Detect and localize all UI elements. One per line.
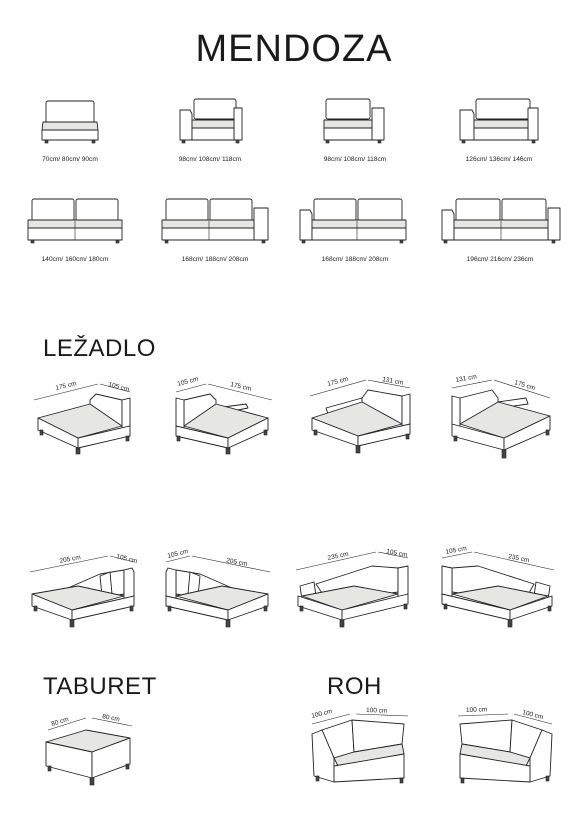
lounger-module: 175 cm 105 cm xyxy=(30,378,140,458)
sofa-two-arms-drawing xyxy=(179,98,243,144)
lounger-module: 105 cm 175 cm xyxy=(168,376,278,458)
dimension-label: 175 cm xyxy=(513,379,535,392)
sofa-double-left-arm-drawing xyxy=(299,198,407,244)
sofa-double-right-arm xyxy=(160,198,272,248)
lounger-long-module: 105 cm 205 cm xyxy=(160,548,274,634)
dimension-label: 100 cm xyxy=(366,707,388,715)
sofa-wide-arms-drawing xyxy=(459,98,539,144)
dimension-label: 131 cm xyxy=(455,373,477,384)
lounger-long-drawing: 235 cm 105 cm xyxy=(295,548,409,628)
section-heading-taburet: TABURET xyxy=(43,673,157,700)
sofa-size-label: 70cm/ 80cm/ 90cm xyxy=(42,156,98,163)
sofa-right-arm-drawing xyxy=(323,98,385,144)
sofa-double-two-arms xyxy=(440,198,562,248)
dimension-label: 175 cm xyxy=(230,381,252,393)
sofa-size-label: 98cm/ 108cm/ 118cm xyxy=(323,156,387,163)
sofa-double-left-arm xyxy=(298,198,410,248)
taburet-module: 80 cm 80 cm xyxy=(40,708,140,792)
dimension-label: 205 cm xyxy=(59,554,81,565)
sofa-size-label: 140cm/ 160cm/ 180cm xyxy=(41,256,109,263)
sofa-size-label: 126cm/ 136cm/ 146cm xyxy=(465,156,533,163)
dimension-label: 131 cm xyxy=(382,376,404,387)
dimension-label: 105 cm xyxy=(116,553,138,565)
dimension-label: 105 cm xyxy=(107,381,129,393)
corner-drawing: 100 cm 100 cm xyxy=(311,707,409,784)
lounger-module: 175 cm 131 cm xyxy=(306,374,416,458)
lounger-long-module: 235 cm 105 cm xyxy=(294,546,416,632)
dimension-label: 105 cm xyxy=(167,548,189,560)
dimension-label: 80 cm xyxy=(102,713,121,723)
lounger-drawing: 175 cm 105 cm xyxy=(33,380,131,455)
lounger-long-module: 105 cm 235 cm xyxy=(436,545,558,632)
section-heading-lezadlo: LEŽADLO xyxy=(43,335,156,362)
corner-module: 100 cm 100 cm xyxy=(452,702,556,788)
page-title: MENDOZA xyxy=(195,28,393,70)
lounger-drawing: 175 cm 131 cm xyxy=(309,376,411,454)
sofa-module-armless xyxy=(40,100,100,148)
lounger-long-drawing: 205 cm 105 cm xyxy=(29,553,138,628)
sofa-size-label: 168cm/ 188cm/ 208cm xyxy=(181,256,249,263)
sofa-double-armless xyxy=(26,198,124,248)
dimension-label: 235 cm xyxy=(327,551,349,562)
lounger-long-drawing: 105 cm 235 cm xyxy=(441,545,555,628)
dimension-label: 100 cm xyxy=(466,706,488,714)
sofa-size-label: 196cm/ 216cm/ 236cm xyxy=(466,256,534,263)
corner-drawing: 100 cm 100 cm xyxy=(457,706,553,784)
lounger-long-module: 205 cm 105 cm xyxy=(28,550,142,634)
sofa-size-label: 98cm/ 108cm/ 118cm xyxy=(178,156,242,163)
lounger-drawing: 131 cm 175 cm xyxy=(451,373,551,459)
sofa-module-wide-arms xyxy=(458,98,540,148)
sofa-double-armless-drawing xyxy=(27,198,123,244)
dimension-label: 175 cm xyxy=(55,380,77,392)
corner-module: 100 cm 100 cm xyxy=(308,702,412,788)
sofa-armless-drawing xyxy=(41,100,99,144)
sofa-module-right-arm xyxy=(322,98,388,148)
lounger-long-drawing: 105 cm 205 cm xyxy=(165,548,271,628)
dimension-label: 100 cm xyxy=(522,709,544,721)
sofa-double-right-arm-drawing xyxy=(161,198,269,244)
dimension-label: 205 cm xyxy=(226,557,248,568)
sofa-size-label: 168cm/ 188cm/ 208cm xyxy=(321,256,389,263)
sofa-module-two-arms xyxy=(178,98,244,148)
taburet-drawing: 80 cm 80 cm xyxy=(45,713,133,786)
dimension-label: 235 cm xyxy=(508,553,530,564)
sofa-double-two-arms-drawing xyxy=(441,198,561,244)
dimension-label: 105 cm xyxy=(445,545,467,556)
lounger-drawing: 105 cm 175 cm xyxy=(175,376,273,455)
section-heading-roh: ROH xyxy=(327,673,382,700)
dimension-label: 80 cm xyxy=(51,716,70,728)
dimension-label: 105 cm xyxy=(177,376,199,388)
dimension-label: 105 cm xyxy=(386,548,408,559)
dimension-label: 100 cm xyxy=(311,708,333,720)
lounger-module: 131 cm 175 cm xyxy=(446,373,558,464)
